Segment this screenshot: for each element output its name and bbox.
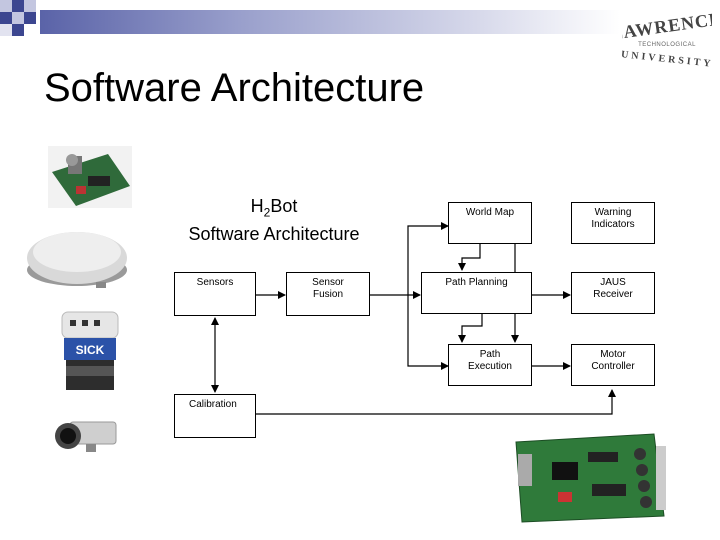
box-sensors: Sensors [174, 272, 256, 316]
slide-title: Software Architecture [44, 66, 425, 110]
decor-square [12, 0, 24, 12]
header-gradient-band [40, 10, 620, 34]
diagram-title-line2: Software Architecture [188, 223, 360, 244]
box-sensor-fusion: Sensor Fusion [286, 272, 370, 316]
box-path-planning-label: Path Planning [445, 277, 508, 288]
decor-square [0, 0, 12, 12]
box-warning-indicators: Warning Indicators [571, 202, 655, 244]
svg-text:TECHNOLOGICAL: TECHNOLOGICAL [638, 42, 696, 48]
diagram-title-subscript: 2 [263, 205, 271, 220]
box-calibration: Calibration [174, 394, 256, 438]
box-jaus-receiver: JAUS Receiver [571, 272, 655, 314]
box-sensor-fusion-label: Sensor Fusion [312, 277, 344, 300]
gps-antenna-image [27, 232, 127, 288]
box-world-map: World Map [448, 202, 532, 244]
box-motor-controller: Motor Controller [571, 344, 655, 386]
circuit-board-image [48, 146, 132, 208]
camera-image [55, 421, 117, 452]
svg-text:SICK: SICK [76, 343, 105, 357]
decor-square [0, 24, 12, 36]
motor-controller-board-image [515, 433, 666, 523]
box-calibration-label: Calibration [189, 399, 237, 410]
box-path-execution-label: Path Execution [468, 349, 512, 372]
box-motor-controller-label: Motor Controller [591, 349, 635, 372]
box-warning-indicators-label: Warning Indicators [591, 207, 635, 230]
diagram-title-h: H [250, 196, 264, 216]
university-logo: LAWRENCE TECHNOLOGICAL UNIVERSITY [622, 10, 712, 70]
box-world-map-label: World Map [465, 207, 515, 218]
diagram-title-bot: Bot [270, 196, 298, 216]
decor-square [12, 24, 24, 36]
box-path-planning: Path Planning [421, 272, 532, 314]
diagram-title: H2Bot Software Architecture [170, 196, 378, 245]
box-sensors-label: Sensors [196, 277, 234, 288]
decor-square [24, 12, 36, 24]
decor-square [0, 12, 12, 24]
box-jaus-receiver-label: JAUS Receiver [593, 277, 633, 300]
box-path-execution: Path Execution [448, 344, 532, 386]
decor-square [12, 12, 24, 24]
decor-square [24, 0, 36, 12]
laser-scanner-image: SICK [61, 311, 119, 390]
